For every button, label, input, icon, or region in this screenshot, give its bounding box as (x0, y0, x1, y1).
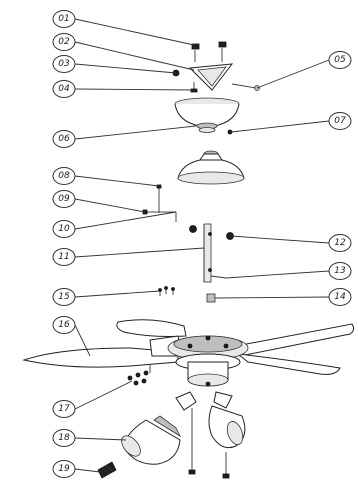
callout-07: 07 (328, 112, 352, 130)
svg-text:04: 04 (58, 84, 70, 94)
callout-01: 01 (52, 10, 76, 28)
bracket-bolt (231, 83, 257, 89)
canopy (174, 97, 240, 135)
svg-text:09: 09 (58, 194, 70, 204)
callout-08: 08 (52, 167, 76, 185)
svg-text:08: 08 (58, 171, 70, 181)
blade-screws (127, 365, 151, 386)
callout-14: 14 (328, 288, 352, 306)
downrod-ball (189, 225, 197, 233)
callout-03: 03 (52, 55, 76, 73)
callout-16: 16 (52, 316, 76, 334)
callout-02: 02 (52, 33, 76, 51)
callout-11: 11 (52, 248, 76, 266)
svg-text:02: 02 (58, 37, 70, 47)
downrod (189, 223, 234, 283)
light-kit (121, 391, 246, 479)
svg-text:11: 11 (58, 252, 69, 262)
svg-text:10: 10 (58, 224, 70, 234)
callout-12: 12 (328, 234, 352, 252)
svg-text:07: 07 (334, 116, 346, 126)
fan-blade-left (22, 347, 179, 368)
svg-text:17: 17 (58, 404, 70, 414)
motor-housing-cover (177, 150, 245, 185)
coupler (206, 293, 216, 303)
callout-19: 19 (52, 460, 76, 478)
leader-lines (74, 18, 330, 473)
callout-05: 05 (328, 51, 352, 69)
fan-blade-right (235, 323, 355, 357)
callout-15: 15 (52, 288, 76, 306)
light-bulb (97, 461, 117, 479)
blade-bracket-screws (158, 286, 216, 303)
mounting-bracket-assembly (172, 41, 260, 93)
svg-text:18: 18 (58, 433, 70, 443)
svg-text:19: 19 (58, 464, 70, 474)
callout-06: 06 (52, 130, 76, 148)
svg-text:03: 03 (58, 59, 70, 69)
svg-text:13: 13 (334, 266, 346, 276)
svg-text:12: 12 (334, 238, 346, 248)
svg-text:14: 14 (334, 292, 346, 302)
callout-17: 17 (52, 400, 76, 418)
callout-13: 13 (328, 262, 352, 280)
screw-right (218, 41, 227, 48)
callout-18: 18 (52, 429, 76, 447)
fan-blades-and-motor (22, 319, 355, 387)
svg-text:01: 01 (58, 14, 69, 24)
svg-text:15: 15 (58, 292, 70, 302)
svg-text:06: 06 (58, 134, 70, 144)
callout-10: 10 (52, 220, 76, 238)
callout-04: 04 (52, 80, 76, 98)
svg-text:16: 16 (58, 320, 70, 330)
screw-left (191, 43, 200, 50)
callout-09: 09 (52, 190, 76, 208)
svg-text:05: 05 (334, 55, 346, 65)
